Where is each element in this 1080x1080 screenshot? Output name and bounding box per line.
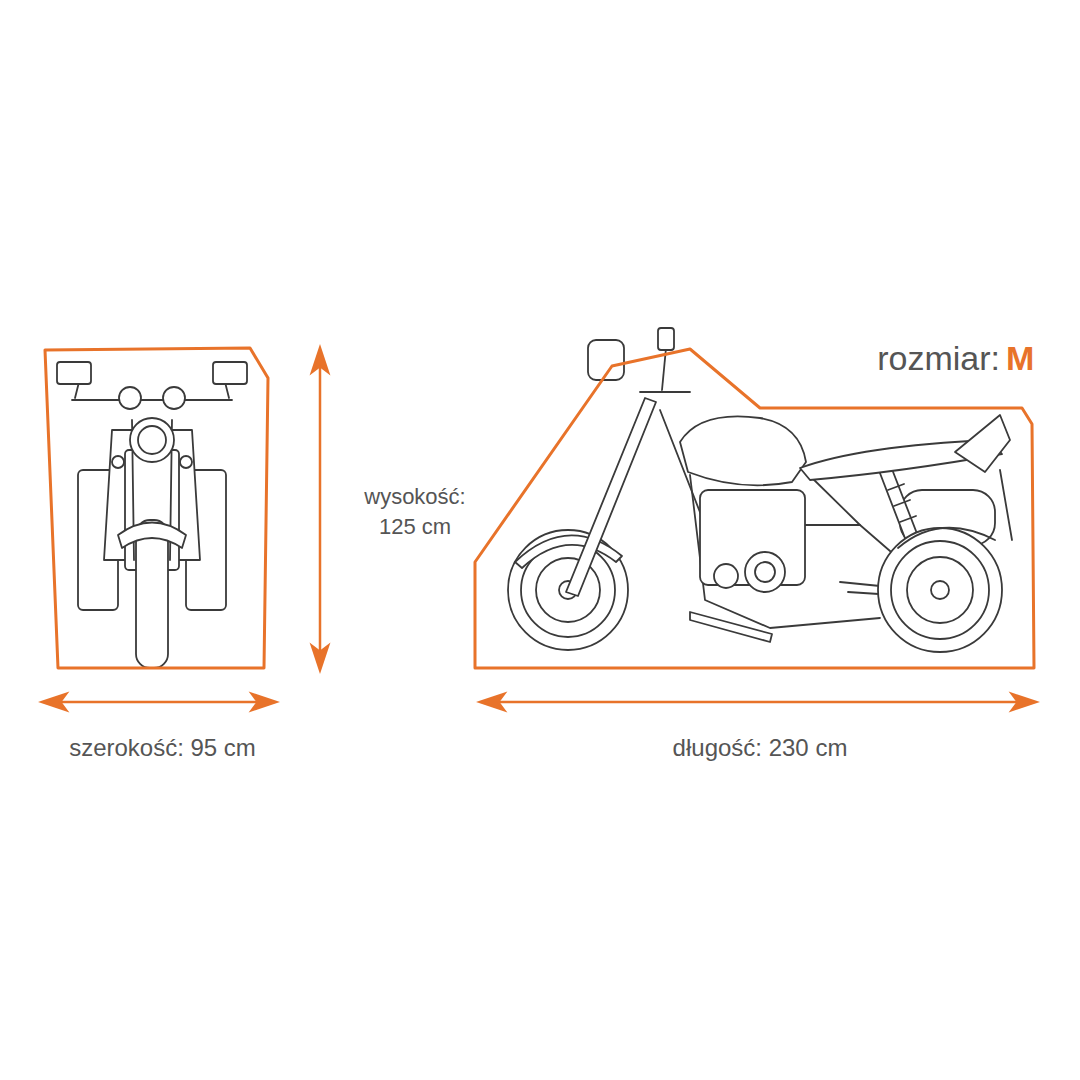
dimension-arrows [42,348,1036,710]
indicator [180,456,192,468]
height-dimension: wysokość: 125 cm [350,482,480,541]
handlebar [72,399,232,401]
arrow-head [1012,694,1036,710]
arrow-head [42,694,66,710]
arrow-head [480,694,504,710]
front-wheel [136,520,168,668]
rear-hub [931,581,949,599]
gauge [119,387,141,409]
headlight [130,418,174,462]
arrow-head [312,646,328,670]
rear-disc [907,557,973,623]
gauge [163,387,185,409]
length-arrow [490,701,1026,704]
rear-fender [898,528,995,548]
handlebar [640,391,690,393]
cover-outlines [45,348,1034,668]
fork [566,398,656,596]
front-cover-outline [45,348,268,668]
shock-spring [888,484,922,538]
mirror [658,328,674,350]
front-motorcycle [57,362,247,668]
size-label: rozmiar: [700,336,1000,382]
length-dimension: długość: 230 cm [560,732,960,764]
rear-tyre [878,528,1002,652]
width-dimension: szerokość: 95 cm [30,732,295,764]
licence-bracket [1000,470,1012,540]
arrow-head [252,694,276,710]
headlight-lens [138,426,166,454]
arrow-head [312,348,328,372]
mirror [213,362,247,384]
mirror [57,362,91,384]
indicator [112,456,124,468]
tail [955,415,1010,472]
side-cover-outline [475,349,1034,668]
fuel-tank [680,416,806,485]
skid-plate [690,612,772,642]
front-fender [515,535,622,568]
engine-cover [714,564,738,588]
rear-rim [891,541,989,639]
exhaust-pipe [690,475,880,628]
size-value: M [1006,336,1066,382]
side-motorcycle [508,328,1012,652]
fender [118,523,186,549]
height-arrow [319,358,322,660]
width-arrow [52,701,266,704]
engine-cover [755,562,775,582]
engine-cover [745,552,785,592]
